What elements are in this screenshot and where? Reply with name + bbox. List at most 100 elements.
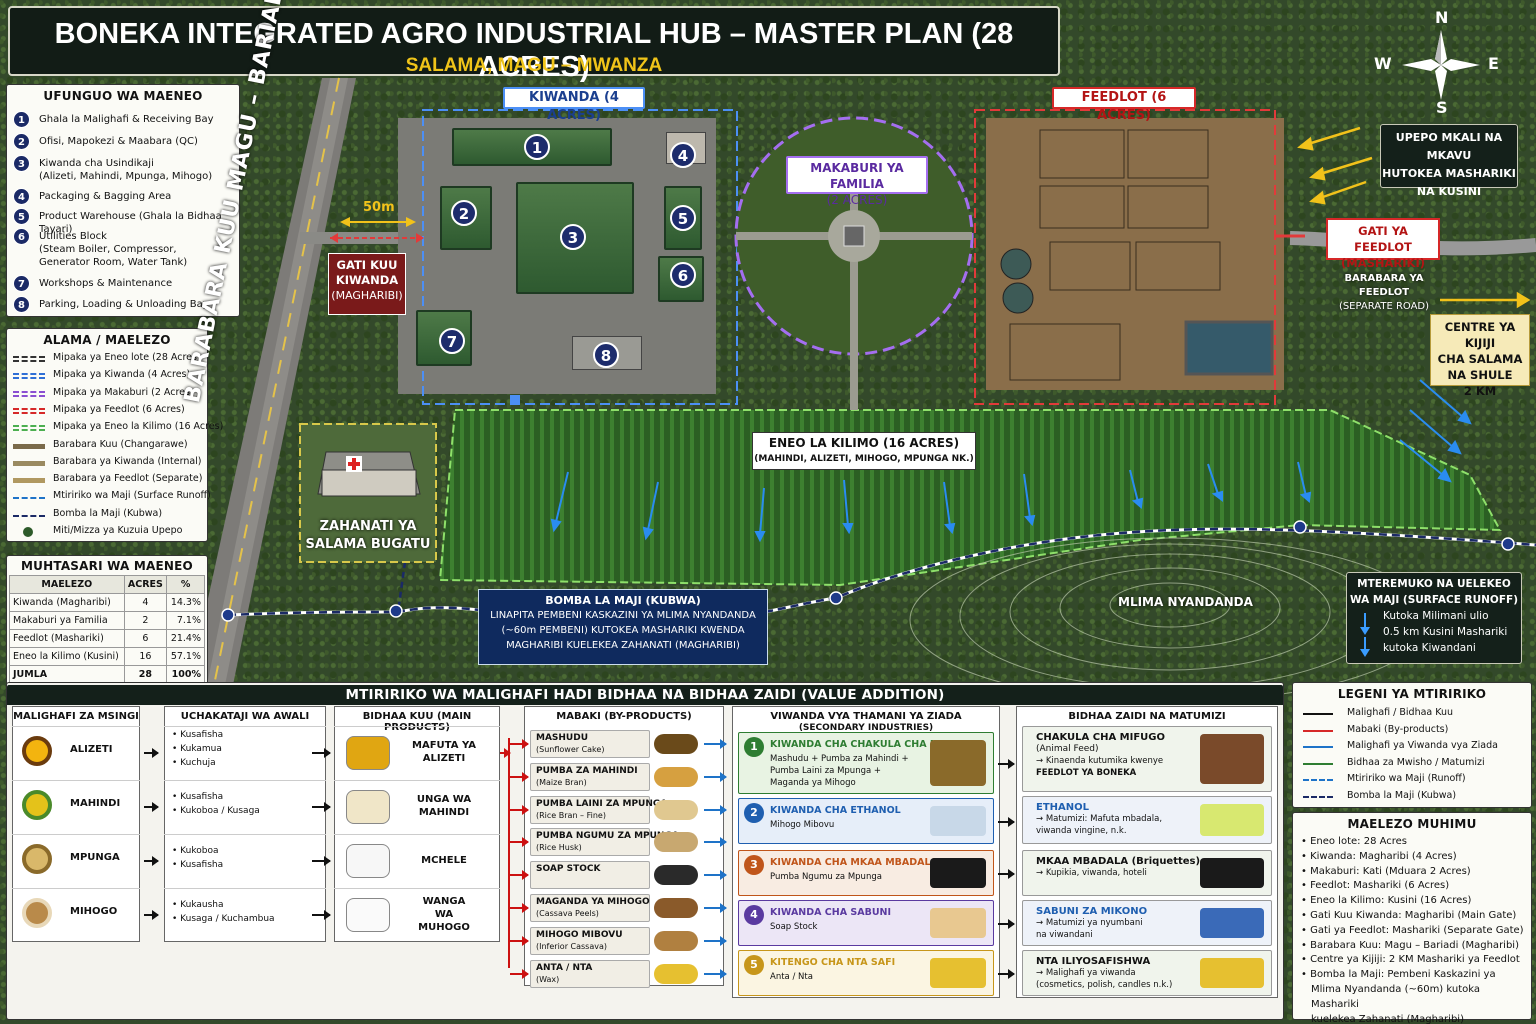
secondary-desc: Anta / Nta — [770, 972, 813, 982]
flow-arrow-red — [500, 748, 511, 758]
proc-step-text: Kukausha — [180, 900, 224, 910]
secondary-title: KIWANDA CHA ETHANOL — [770, 805, 901, 816]
byproduct-icon — [654, 898, 698, 918]
bullet-icon: • — [1301, 880, 1311, 892]
flow-arrow-red — [510, 903, 529, 913]
final-desc: na viwandani — [1036, 930, 1093, 940]
byproduct-sub: (Cassava Peels) — [536, 909, 599, 918]
crop-icon — [22, 898, 52, 928]
byproduct-name: SOAP STOCK — [536, 864, 601, 875]
road-center-line — [212, 77, 340, 691]
final-desc: → Malighafi ya viwanda — [1036, 968, 1136, 978]
final-sub: (Animal Feed) — [1036, 744, 1099, 754]
runoff-down-icon — [1360, 613, 1370, 657]
legeni-arrow-icon — [1303, 779, 1333, 781]
final-desc: (cosmetics, polish, candles n.k.) — [1036, 980, 1173, 990]
proc-step: • Kukoboa — [172, 846, 218, 856]
proc-step: • Kukausha — [172, 900, 224, 910]
distance-label: 50m — [363, 200, 395, 215]
byproduct-box — [530, 730, 650, 758]
crop-icon — [22, 790, 52, 820]
feedlot-label: FEEDLOT (6 ACRES) — [1052, 87, 1196, 123]
muhimu-text: Gati Kuu Kiwanda: Magharibi (Main Gate) — [1310, 909, 1517, 921]
product-name: WANGA — [422, 895, 466, 907]
flow-arrow-blue — [704, 739, 727, 749]
byproduct-icon — [654, 766, 698, 787]
muhimu-text: Mlima Nyandanda (~60m) kutoka Mashariki — [1311, 983, 1480, 1010]
proc-step-text: Kusafisha — [180, 860, 224, 870]
bomba-nodes — [221, 520, 1515, 622]
col-proc-header: UCHAKATAJI WA AWALI — [180, 711, 310, 722]
byproduct-box — [530, 959, 650, 988]
muhimu-item: • Gati Kuu Kiwanda: Magharibi (Main Gate… — [1301, 909, 1529, 924]
flow-arrow — [312, 856, 331, 866]
th-maelezo: MAELEZO — [9, 575, 125, 594]
alama-swatch — [23, 527, 33, 537]
alama-text: Miti/Mizza ya Kuzuia Upepo — [53, 525, 183, 536]
proc-step-text: Kusaga / Kuchambua — [180, 914, 275, 924]
alama-text: Mipaka ya Makaburi (2 Acres) — [53, 386, 194, 398]
muhimu-item: Mlima Nyandanda (~60m) kutoka Mashariki — [1301, 983, 1529, 1013]
legeni-text: Mtiririko wa Maji (Runoff) — [1347, 773, 1466, 784]
col-by-header: MABAKI (BY-PRODUCTS) — [556, 711, 692, 722]
proc-step-text: Kukoboa — [180, 846, 219, 856]
final-icon — [1200, 734, 1264, 784]
legeni-text: Bidhaa za Mwisho / Matumizi — [1347, 756, 1485, 768]
bullet-icon: • — [1301, 954, 1311, 966]
proc-step-text: Kuchuja — [180, 758, 216, 768]
product-name: WA — [434, 908, 454, 920]
marker-6: 6 — [670, 262, 696, 288]
secondary-icon — [930, 858, 986, 888]
product-name: UNGA WA — [416, 794, 472, 805]
legeni-text: Mabaki (By-products) — [1347, 723, 1449, 735]
legeni-arrow-icon — [1303, 713, 1333, 715]
secondary-title: KIWANDA CHA CHAKULA CHA MIFUGO — [770, 739, 973, 750]
proc-step-text: Kukoboa / Kusaga — [180, 806, 260, 816]
muhtasari-panel: MUHTASARI WA MAENEO MAELEZO ACRES % Kiwa… — [6, 555, 208, 685]
final-title: NTA ILIYOSAFISHWA — [1036, 956, 1151, 967]
proc-step: • Kusafisha — [172, 792, 223, 802]
product-icon — [346, 844, 390, 878]
alama-swatch — [13, 356, 45, 362]
flow-arrow — [144, 856, 159, 866]
secondary-desc: Mashudu + Pumba za Mahindi + — [770, 754, 909, 764]
makaburi-label: MAKABURI YA FAMILIA(2 ACRES) — [786, 156, 928, 207]
marker-7: 7 — [439, 328, 465, 354]
muhimu-text: Bomba la Maji: Pembeni Kaskazini ya — [1310, 969, 1496, 981]
alama-text: Mipaka ya Eneo la Kilimo (16 Acres) — [53, 421, 224, 433]
legeni-arrow-icon — [1303, 762, 1333, 765]
flow-arrow-blue — [704, 935, 727, 946]
muhimu-item: • Centre ya Kijiji: 2 KM Mashariki ya Fe… — [1301, 953, 1529, 968]
flow-arrow-red — [510, 837, 529, 848]
final-desc: → Kinaenda kutumika kwenye — [1036, 756, 1164, 766]
wind-arrows — [1297, 126, 1531, 309]
secondary-icon — [930, 908, 986, 938]
col-main-header: BIDHAA KUU (MAIN PRODUCTS) — [362, 711, 472, 733]
feedlot-road-label: BARABARA YA FEEDLOT(SEPARATE ROAD) — [1338, 273, 1430, 312]
final-desc: viwanda vingine, n.k. — [1036, 826, 1127, 836]
byproduct-name: MIHOGO MIBOVU — [536, 929, 623, 940]
legeni-panel: LEGENI YA MTIRIRIKO Malighafi / Bidhaa K… — [1292, 682, 1532, 808]
secondary-number: 3 — [744, 855, 764, 875]
legeni-arrow-icon — [1303, 795, 1333, 798]
secondary-icon — [930, 740, 986, 786]
alama-text: Mipaka ya Kiwanda (4 Acres) — [53, 369, 191, 381]
proc-step: • Kusaga / Kuchambua — [172, 914, 275, 924]
byproduct-box — [530, 795, 650, 824]
secondary-desc: Soap Stock — [770, 922, 818, 932]
muhimu-text: Eneo la Kilimo: Kusini (16 Acres) — [1310, 895, 1472, 907]
final-icon — [1200, 908, 1264, 938]
flow-arrow-red — [510, 739, 529, 749]
byproduct-icon — [654, 832, 698, 853]
title-banner: BONEKA INTEGRATED AGRO INDUSTRIAL HUB – … — [8, 6, 1060, 83]
